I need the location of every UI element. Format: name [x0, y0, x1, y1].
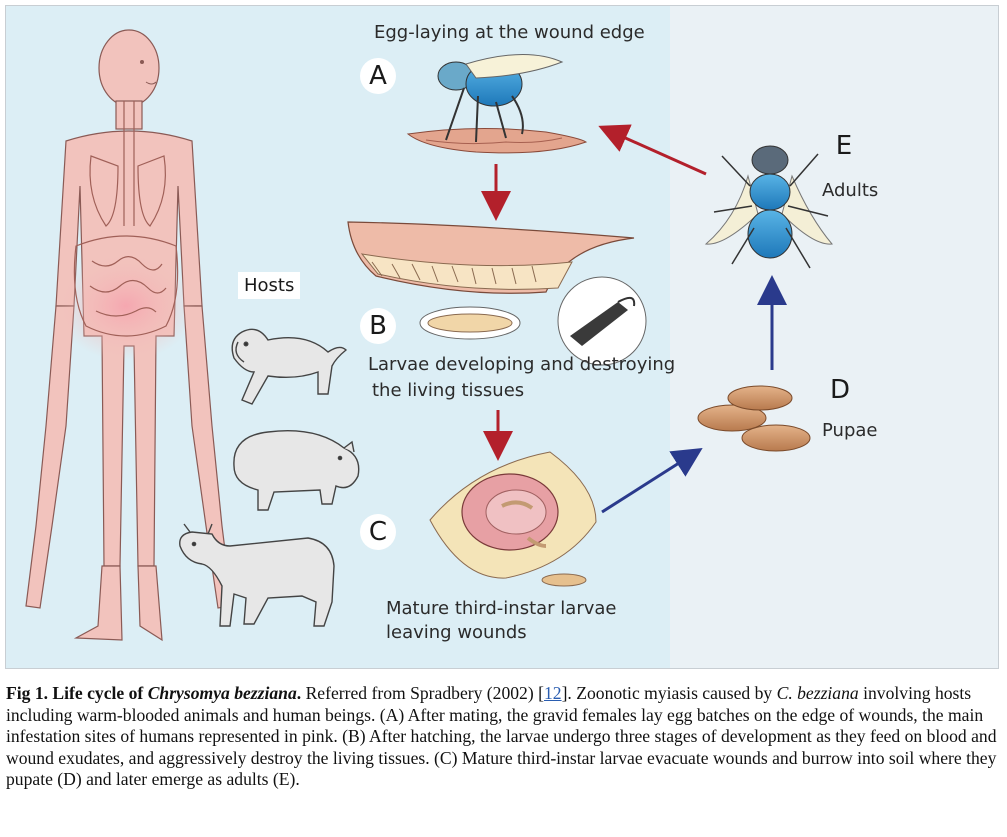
stage-e-illustration — [704, 145, 833, 269]
hosts-label: Hosts — [238, 272, 301, 299]
human-organs — [73, 101, 179, 337]
human-host-figure — [25, 29, 233, 642]
dog-host-illustration — [231, 328, 348, 405]
caption-pre-ref: Referred from Spradbery (2002) [ — [301, 683, 544, 703]
stage-d-illustration — [697, 385, 811, 452]
caption-reference-link[interactable]: 12 — [543, 683, 562, 703]
arrow-e-to-a — [598, 124, 707, 176]
caption-body: involving hosts including warm-blooded a… — [6, 683, 997, 790]
caption-species-short: C. bezziana — [776, 683, 859, 703]
stage-c-text-line2: leaving wounds — [386, 622, 527, 643]
pig-host-illustration — [233, 430, 360, 511]
stage-a-illustration — [406, 53, 588, 154]
stage-d-text: Pupae — [822, 420, 878, 441]
stage-b-text-line2: the living tissues — [372, 380, 525, 401]
stage-b-text-line1: Larvae developing and destroying — [368, 354, 676, 375]
caption-fig-label: Fig 1. Life cycle of — [6, 683, 144, 703]
cow-host-illustration — [179, 523, 335, 627]
human-gut-highlight — [56, 251, 196, 361]
caption-period: . — [296, 683, 302, 703]
caption-post-ref: ]. Zoonotic myiasis caused by — [561, 683, 777, 703]
caption-species: Chrysomya bezziana — [147, 683, 297, 703]
stage-c-text-line1: Mature third-instar larvae — [386, 598, 617, 619]
stage-a-letter: A — [360, 58, 396, 94]
life-cycle-illustration — [6, 6, 998, 668]
right-panel-background — [670, 6, 998, 668]
stage-a-title: Egg-laying at the wound edge — [374, 22, 645, 43]
stage-b-illustration — [347, 221, 647, 366]
stage-b-letter: B — [360, 308, 396, 344]
figure-panel: Egg-laying at the wound edge A B Larvae … — [5, 5, 999, 669]
stage-d-letter: D — [829, 375, 851, 405]
stage-c-illustration — [429, 451, 597, 587]
stage-e-text: Adults — [822, 180, 879, 201]
stage-e-letter: E — [835, 131, 853, 161]
stage-c-letter: C — [360, 514, 396, 550]
human-face — [140, 60, 157, 85]
arrow-c-to-d — [601, 447, 703, 514]
figure-caption: Fig 1. Life cycle of Chrysomya bezziana.… — [6, 683, 1001, 791]
